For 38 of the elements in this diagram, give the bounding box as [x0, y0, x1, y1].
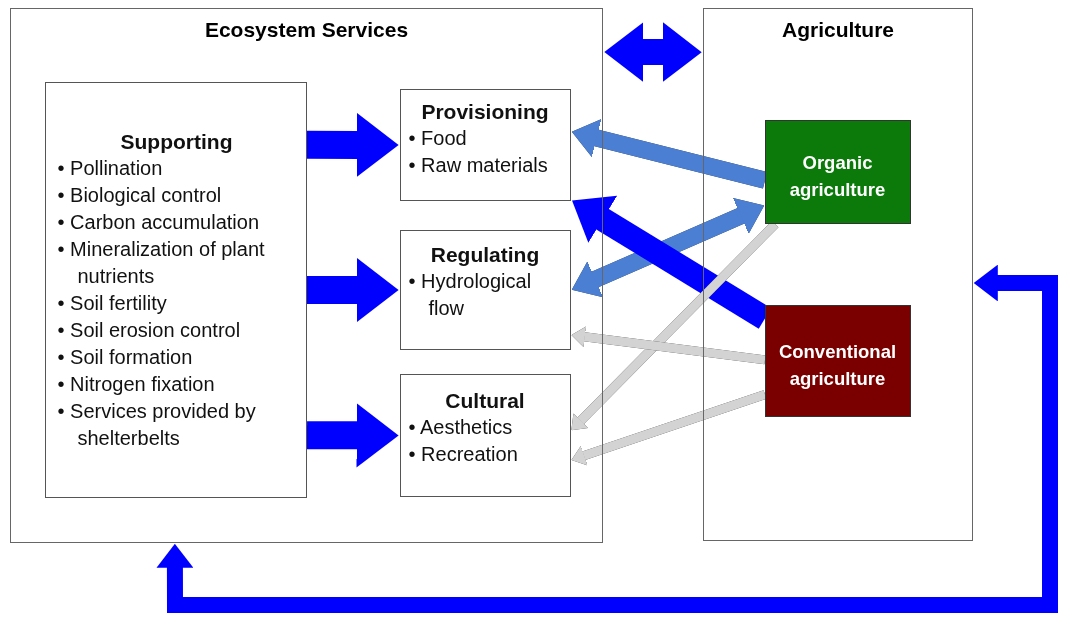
list-item: • Services provided by shelterbelts — [57, 398, 257, 451]
list-item: • Carbon accumulation — [57, 209, 261, 235]
list-item: • Soil fertility — [57, 290, 168, 316]
arrow — [307, 112, 399, 178]
arrow — [571, 197, 765, 298]
box-label: Conventional agriculture — [777, 339, 898, 391]
arrow — [306, 403, 399, 468]
category-box — [399, 229, 571, 350]
list-item: • Nitrogen fixation — [57, 371, 216, 397]
category-box — [399, 373, 571, 497]
arrow — [604, 22, 702, 82]
list-item: • Mineralization of plant nutrients — [57, 236, 266, 289]
list-item: • Pollination — [57, 155, 164, 181]
box-heading: Cultural — [444, 387, 526, 414]
list-item: • Biological control — [57, 182, 223, 208]
practice-box — [764, 119, 911, 224]
list-item: • Aesthetics — [408, 414, 514, 440]
group-panel — [10, 8, 603, 543]
arrow — [571, 390, 767, 466]
box-heading: Supporting — [119, 128, 234, 155]
category-box — [44, 81, 307, 498]
list-item: • Recreation — [408, 441, 519, 467]
list-item: • Raw materials — [408, 152, 549, 178]
box-label: Organic agriculture — [788, 150, 887, 202]
list-item: • Soil formation — [57, 344, 194, 370]
arrow — [307, 257, 399, 323]
list-item: • Food — [408, 125, 468, 151]
category-box — [399, 88, 571, 201]
list-item: • Soil erosion control — [57, 317, 242, 343]
practice-box — [764, 304, 911, 417]
arrow — [156, 264, 1058, 613]
box-heading: Regulating — [429, 241, 541, 268]
box-heading: Provisioning — [420, 98, 550, 125]
group-panel — [703, 8, 973, 541]
list-item: • Hydrological flow — [408, 268, 533, 321]
panel-title: Ecosystem Services — [203, 17, 410, 43]
arrow — [571, 326, 766, 365]
panel-title: Agriculture — [781, 17, 895, 43]
